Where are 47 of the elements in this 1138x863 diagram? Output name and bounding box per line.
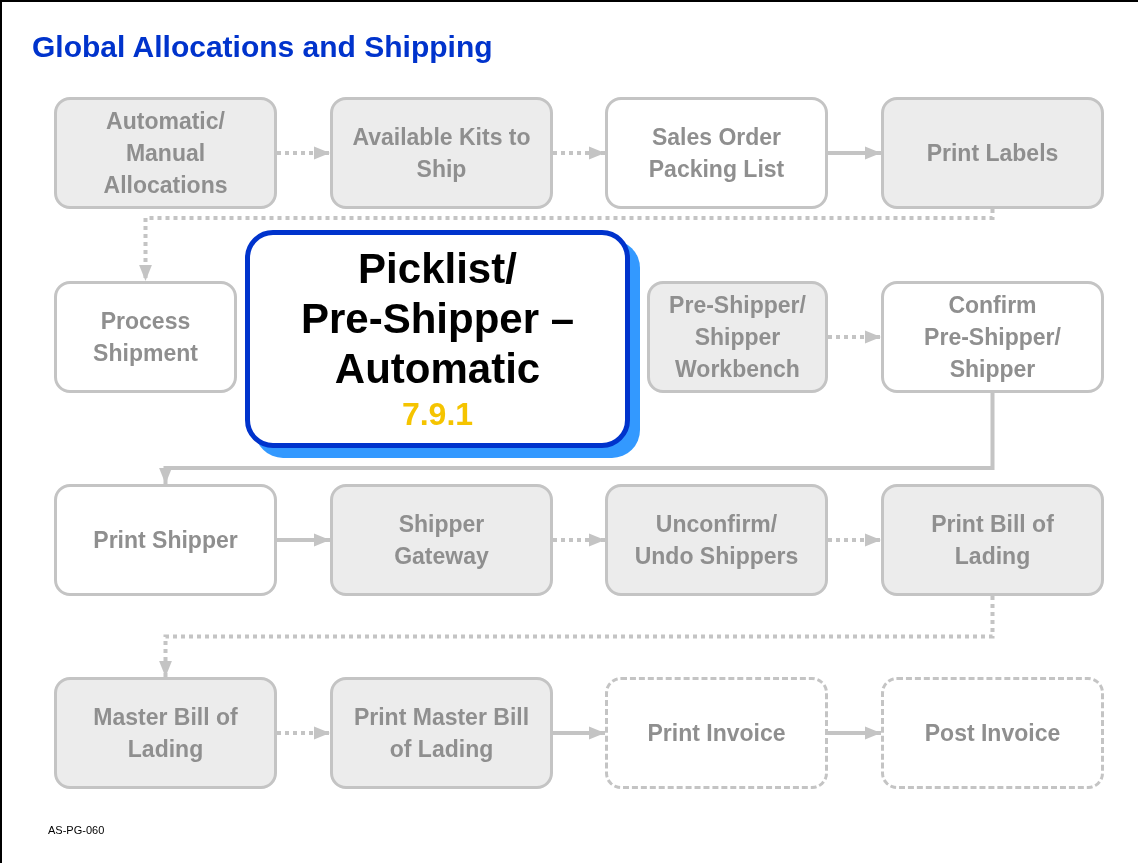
process-box (330, 484, 553, 596)
arrow (553, 533, 605, 547)
step-label: Sales Order Packing List (647, 123, 786, 184)
step-label: Automatic/ Manual Allocations (102, 107, 229, 200)
arrow (159, 596, 995, 677)
step-label: Process Shipment (92, 307, 199, 368)
process-box (54, 97, 277, 209)
step-label: Print Bill of Lading (930, 510, 1055, 571)
step-label: Shipper Gateway (393, 510, 490, 571)
step-number: 7.9.1 (401, 395, 474, 434)
step-label: Print Invoice (647, 719, 786, 748)
step-label: Post Invoice (924, 719, 1061, 748)
arrow (553, 146, 605, 160)
process-box (881, 281, 1104, 393)
process-box (881, 97, 1104, 209)
arrow (139, 208, 995, 281)
arrow (277, 726, 330, 740)
step-label: Pre-Shipper/ Shipper Workbench (668, 291, 807, 384)
arrow (553, 726, 605, 740)
step-label: Print Labels (926, 139, 1059, 168)
step-label: Print Master Bill of Lading (352, 703, 531, 764)
arrow (277, 146, 330, 160)
process-box (647, 281, 828, 393)
arrow (277, 533, 330, 547)
process-box (605, 677, 828, 789)
process-box (54, 677, 277, 789)
step-label: Available Kits to Ship (351, 123, 532, 184)
process-box (330, 97, 553, 209)
step-label: Master Bill of Lading (92, 703, 239, 764)
slide-title: Global Allocations and Shipping (32, 30, 493, 64)
step-label: Print Shipper (93, 526, 238, 555)
arrow (828, 330, 881, 344)
process-box (330, 677, 553, 789)
process-box (605, 484, 828, 596)
step-label: Confirm Pre-Shipper/ Shipper (923, 291, 1062, 384)
process-box (54, 484, 277, 596)
step-title: Picklist/ Pre-Shipper – Automatic (299, 244, 576, 394)
process-box (605, 97, 828, 209)
process-box (881, 484, 1104, 596)
process-box (54, 281, 237, 393)
process-box (881, 677, 1104, 789)
page-code: AS-PG-060 (48, 824, 105, 836)
arrow (828, 146, 881, 160)
arrow (828, 533, 881, 547)
arrow (159, 393, 995, 484)
step-label: Unconfirm/ Undo Shippers (633, 510, 800, 571)
arrow (828, 726, 881, 740)
